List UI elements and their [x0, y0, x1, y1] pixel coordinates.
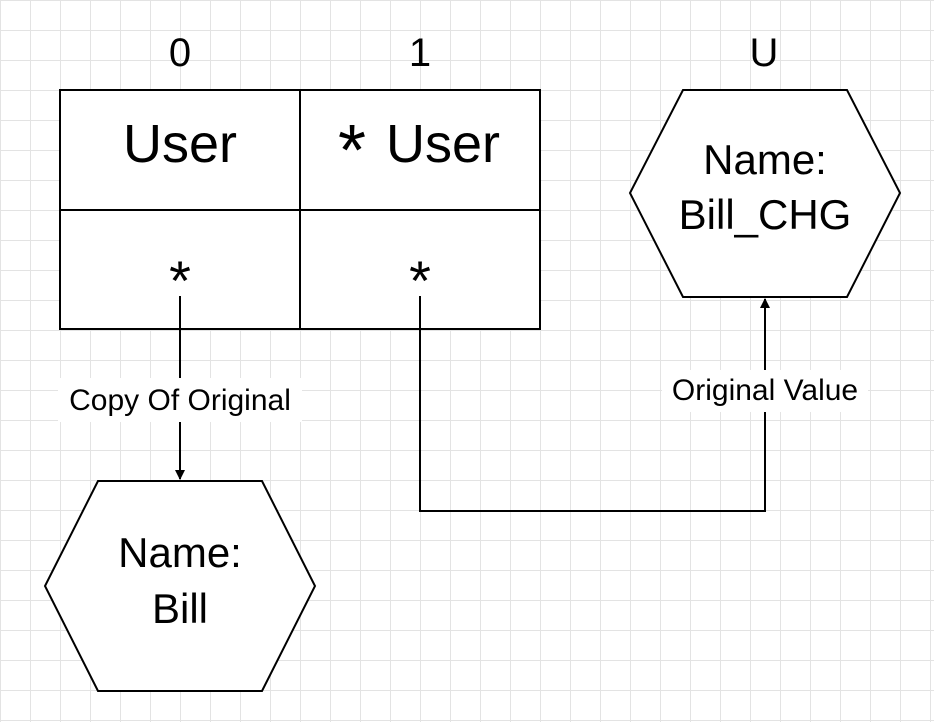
node-bill-chg-line1: Name: [703, 136, 827, 183]
array-table: User * User * * [59, 89, 541, 330]
node-bill-chg: Name: Bill_CHG [628, 89, 902, 298]
hexagon-bill [43, 480, 317, 692]
node-bill-line1: Name: [118, 529, 242, 576]
node-bill-chg-line2: Bill_CHG [679, 191, 852, 238]
cell-star-0: * [169, 249, 191, 312]
edge-label-bg-original [662, 370, 868, 412]
edge-label-copy-of-original: Copy Of Original [69, 384, 291, 417]
node-bill-line2: Bill [152, 585, 208, 632]
cell-star-1: * [409, 249, 431, 312]
cell-user-1: User [386, 114, 500, 174]
cell-pointer-star: * [338, 111, 366, 191]
column-index-1: 1 [409, 31, 431, 75]
column-index-0: 0 [169, 31, 191, 75]
hexagon-bill-chg [628, 89, 902, 298]
cell-user-0: User [123, 114, 237, 174]
edge-label-bg-copy [58, 378, 302, 422]
column-index-u: U [750, 31, 779, 75]
edge-label-original-value: Original Value [672, 374, 858, 407]
node-bill: Name: Bill [43, 480, 317, 692]
